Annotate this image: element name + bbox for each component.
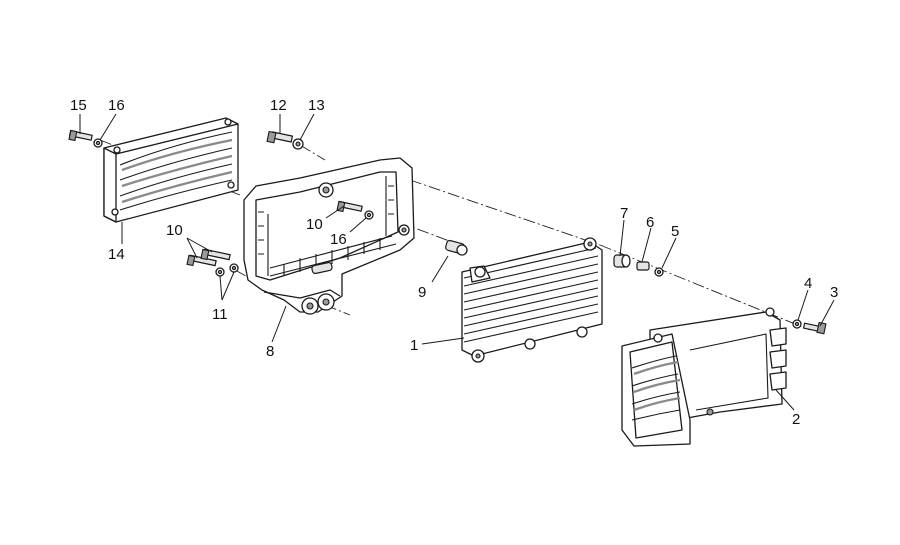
callout-labels: 1 2 3 4 5 6 7 8 9 10 10 11 12 13 14 15 1… — [70, 97, 838, 428]
callout-14: 14 — [108, 246, 125, 263]
callout-10-left: 10 — [166, 222, 183, 239]
leader-lines — [79, 113, 835, 411]
mounting-frame-part-8 — [243, 157, 415, 315]
callout-10-frame: 10 — [306, 216, 323, 233]
oil-cooler-part-1 — [461, 237, 603, 363]
callout-7: 7 — [620, 205, 628, 222]
bush-part-7 — [613, 254, 631, 268]
spacer-part-9 — [445, 239, 468, 256]
callout-4: 4 — [804, 275, 812, 292]
callout-16-frame: 16 — [330, 231, 347, 248]
washer-part-13 — [292, 138, 304, 150]
callout-3: 3 — [830, 284, 838, 301]
washer-part-16-front — [93, 138, 103, 148]
callout-5: 5 — [671, 223, 679, 240]
screw-part-12 — [266, 130, 294, 144]
air-duct-part-2 — [621, 307, 787, 447]
callout-9: 9 — [418, 284, 426, 301]
washers-part-11 — [215, 263, 239, 277]
washer-part-4 — [792, 319, 802, 329]
callout-6: 6 — [646, 214, 654, 231]
spacer-part-6 — [636, 261, 650, 271]
screws-part-10 — [186, 200, 363, 267]
callout-13: 13 — [308, 97, 325, 114]
front-grille-part-14 — [103, 117, 239, 223]
screw-part-15 — [68, 129, 93, 142]
screw-part-3 — [802, 321, 827, 335]
callout-2: 2 — [792, 411, 800, 428]
washer-part-16-frame — [364, 210, 374, 220]
callout-11: 11 — [212, 306, 228, 323]
callout-8: 8 — [266, 343, 274, 360]
washer-part-5 — [654, 267, 664, 277]
callout-16-grille: 16 — [108, 97, 125, 114]
callout-1: 1 — [410, 337, 418, 354]
callout-12: 12 — [270, 97, 287, 114]
callout-15: 15 — [70, 97, 87, 114]
